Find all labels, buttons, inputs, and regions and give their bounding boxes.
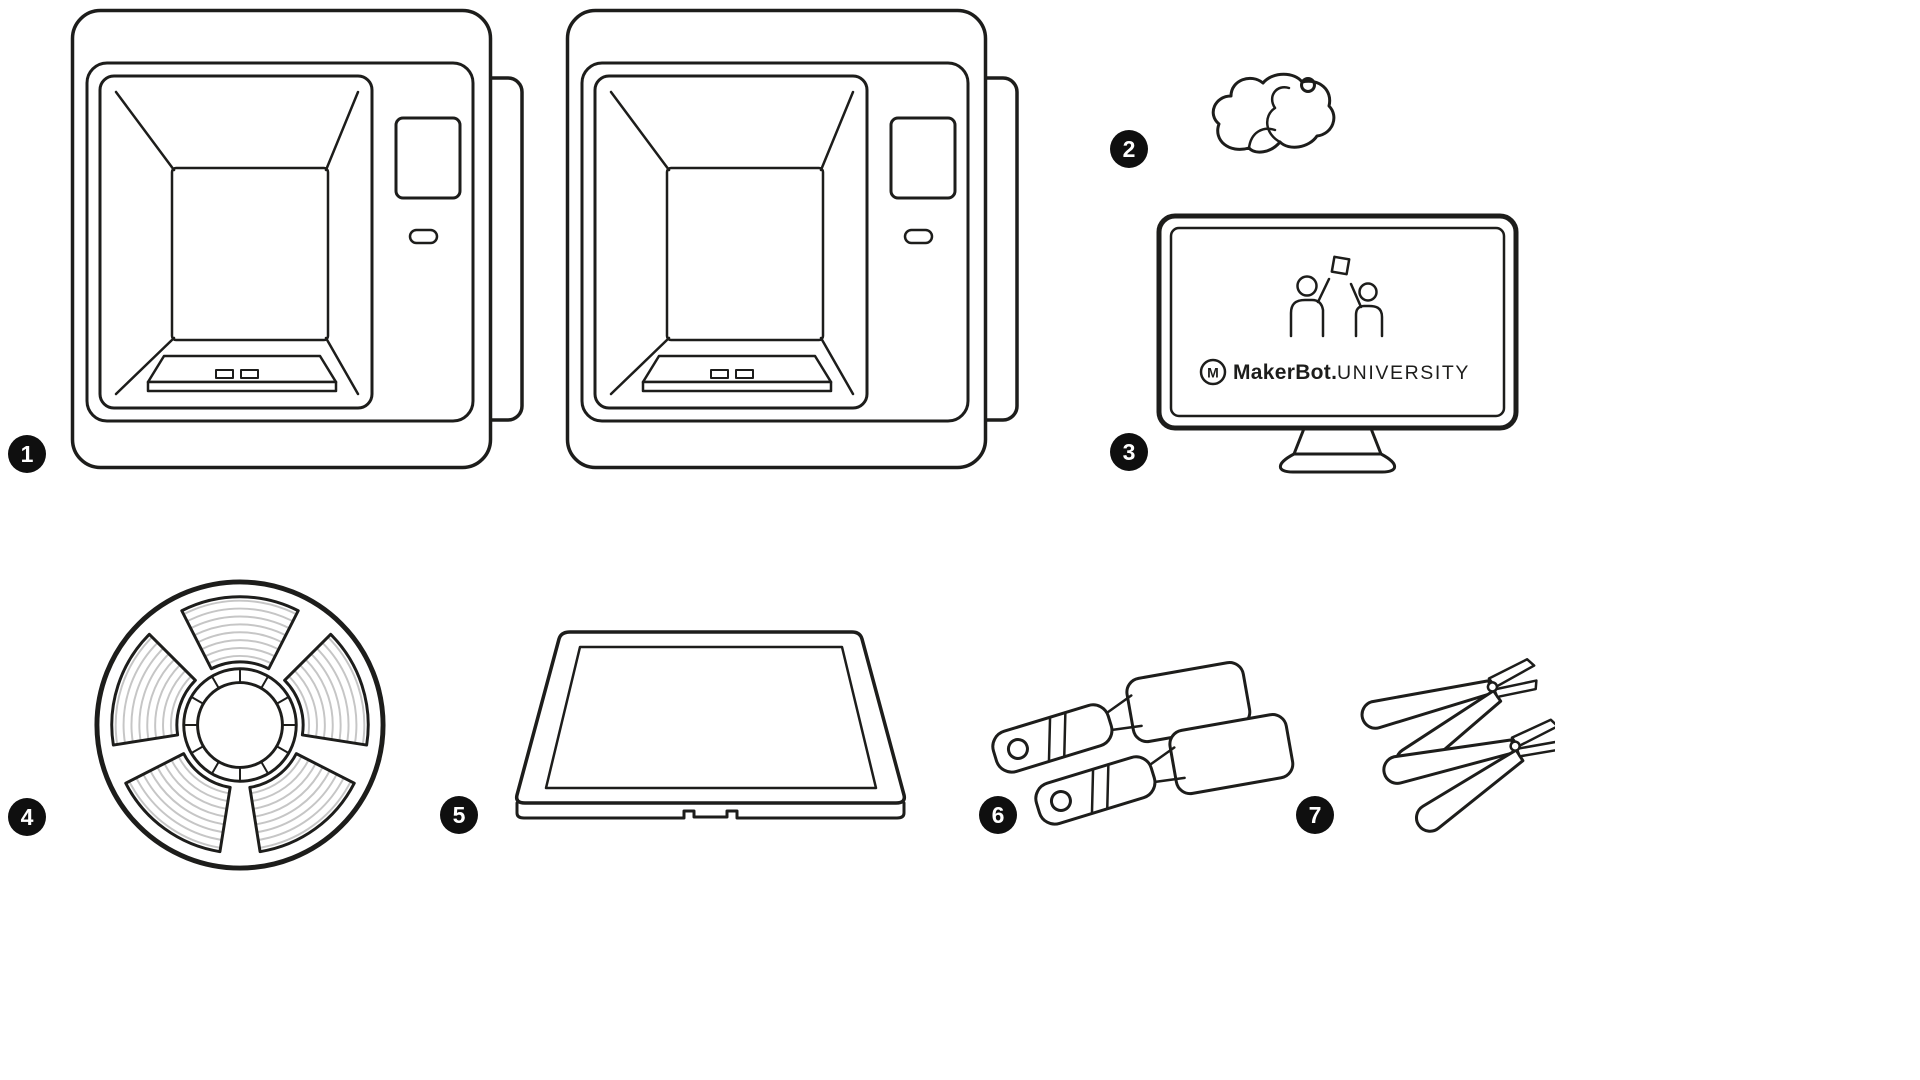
snips-illustration — [1357, 654, 1555, 841]
badge-6: 6 — [979, 796, 1017, 834]
training-figures-icon — [1289, 255, 1384, 338]
badge-5: 5 — [440, 796, 478, 834]
snips-2 — [1379, 715, 1555, 841]
monitor-stand-base — [1278, 452, 1397, 474]
makerbot-logo-icon — [1199, 358, 1227, 386]
brand-text: MakerBot. — [1233, 361, 1337, 384]
cloud-swirl — [1266, 85, 1291, 144]
plate-top-surface — [514, 630, 907, 805]
monitor-frame — [1156, 213, 1519, 431]
monitor-screen — [1169, 226, 1506, 418]
cloud-swirl-2 — [1247, 127, 1277, 150]
university-text: UNIVERSITY — [1337, 362, 1470, 384]
plate-inner-surface — [544, 645, 878, 790]
badge-2: 2 — [1110, 130, 1148, 168]
spool-hub-ticks — [182, 667, 298, 783]
monitor-illustration: M MakerBot. UNIVERSITY — [1156, 213, 1519, 474]
makerbot-university-logo: M MakerBot. UNIVERSITY — [1199, 358, 1470, 386]
cloud-illustration — [1211, 72, 1336, 154]
filament-spool-illustration — [94, 579, 386, 871]
printer-1-illustration — [70, 8, 525, 470]
badge-1: 1 — [8, 435, 46, 473]
printer-2-illustration — [565, 8, 1020, 470]
makerbot-logo-letter: M — [1207, 365, 1219, 381]
build-plate-illustration — [514, 630, 907, 820]
plate-front-rim — [515, 801, 906, 820]
badge-3: 3 — [1110, 433, 1148, 471]
scrapers-illustration — [983, 645, 1304, 843]
badge-4: 4 — [8, 798, 46, 836]
badge-7: 7 — [1296, 796, 1334, 834]
cloud-dot — [1300, 77, 1316, 93]
